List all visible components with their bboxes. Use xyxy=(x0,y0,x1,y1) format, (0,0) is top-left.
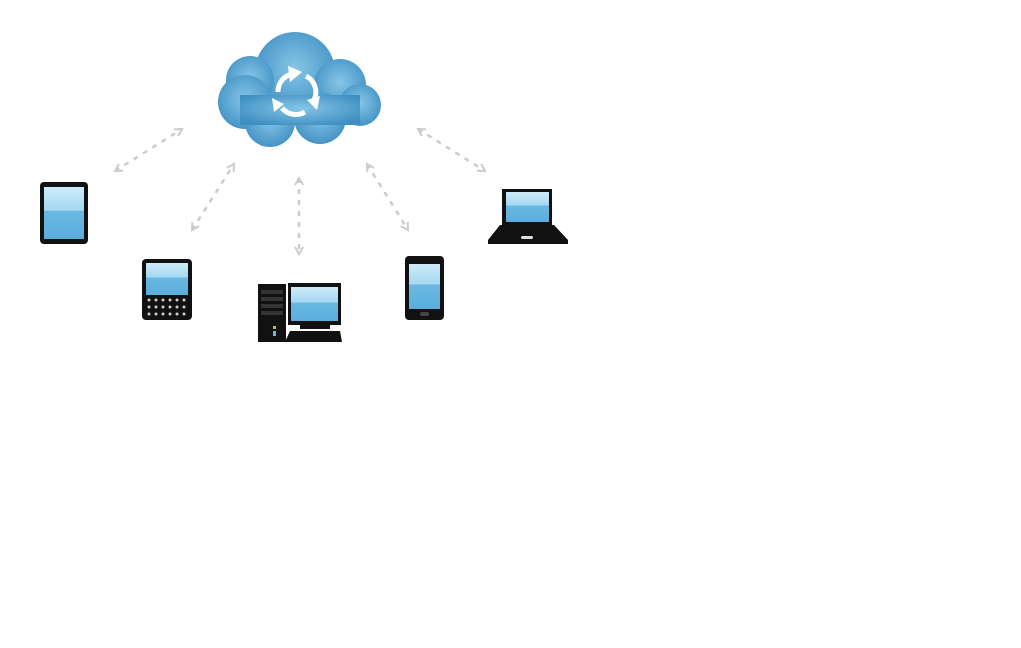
laptop-icon xyxy=(488,189,568,244)
connector-keyboard-phone xyxy=(192,164,234,230)
smartphone-icon xyxy=(405,256,444,320)
connector-smartphone xyxy=(367,164,408,230)
desktop-computer-icon xyxy=(258,283,342,342)
connector-tablet xyxy=(115,129,182,171)
cloud-sync-icon xyxy=(218,32,381,147)
keyboard-phone-icon xyxy=(142,259,192,320)
connector-laptop xyxy=(418,129,485,171)
tablet-icon xyxy=(40,182,88,244)
